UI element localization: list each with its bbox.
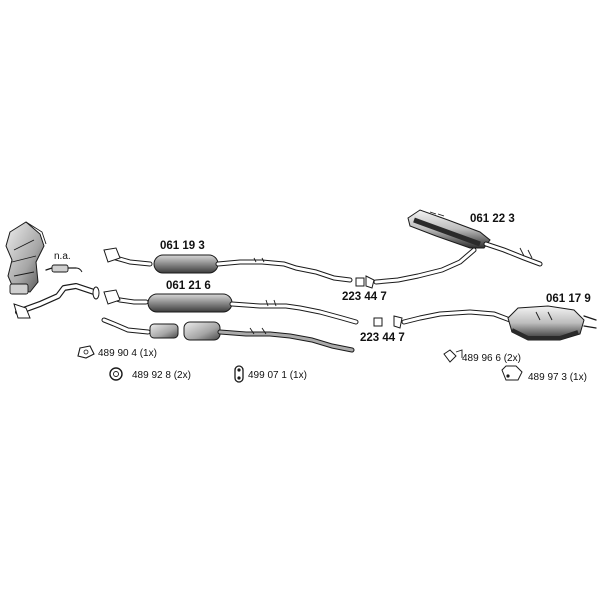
clamp-upper-label: 223 44 7 [342, 291, 387, 303]
accessory-label-2: 489 92 8 (2x) [132, 370, 191, 381]
accessory-label-5: 489 97 3 (1x) [528, 372, 587, 383]
clamp-lower-label: 223 44 7 [360, 332, 405, 344]
sensor-note-label: n.a. [54, 251, 71, 262]
front-downpipe [13, 283, 100, 319]
front-muffler-lower [103, 289, 359, 325]
catalytic-converter [5, 221, 47, 295]
front-muffler-upper-label: 061 19 3 [160, 240, 205, 252]
front-muffler-lower-label: 061 21 6 [166, 280, 211, 292]
rear-pipe-upper [373, 247, 477, 285]
rear-muffler-bottom-label: 061 17 9 [546, 293, 591, 305]
accessory-label-4: 489 96 6 (2x) [462, 353, 521, 364]
accessory-label-3: 499 07 1 (1x) [248, 370, 307, 381]
clamp-upper [355, 275, 375, 289]
rear-muffler-top-label: 061 22 3 [470, 213, 515, 225]
accessory-label-1: 489 90 4 (1x) [98, 348, 157, 359]
bracket-icon [443, 349, 463, 363]
gasket-icon [77, 345, 95, 359]
oxygen-sensor [45, 264, 83, 273]
rear-muffler-bottom [507, 305, 597, 341]
front-muffler-upper [103, 247, 353, 283]
hanger-bracket-icon [501, 365, 523, 381]
clamp-lower [373, 315, 403, 329]
rubber-hanger-icon [234, 365, 244, 383]
ring-clamp-icon [109, 367, 123, 381]
rear-muffler-top [407, 209, 543, 267]
alternative-pipe-assembly [101, 317, 355, 353]
